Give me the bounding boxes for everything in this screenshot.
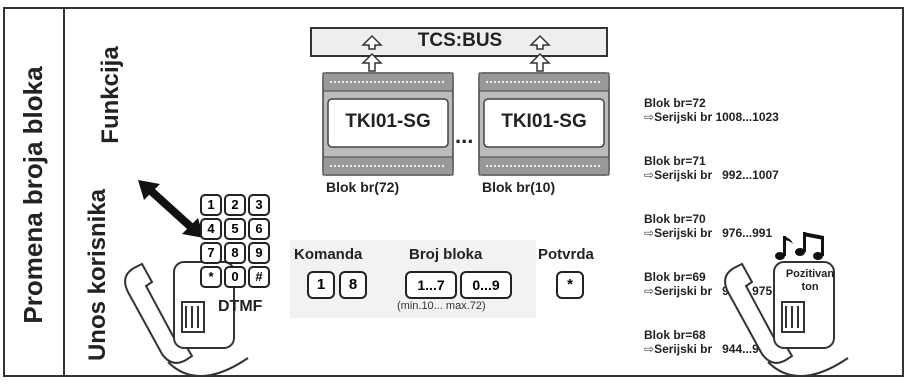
bus-arrow-up-left [361, 34, 383, 50]
bus-arrow-up-right [529, 34, 551, 50]
keypad-key: 6 [248, 218, 270, 240]
keypad-key: 5 [224, 218, 246, 240]
arrow-right-icon: ⇨ [644, 342, 655, 356]
bus-arrow-right [529, 52, 551, 72]
positive-tone-line1: Pozitivan [785, 268, 835, 280]
keypad-key: * [200, 266, 222, 288]
keypad-key: 7 [200, 242, 222, 264]
potvrda-label: Potvrda [538, 246, 594, 263]
mapping-row: Blok br=68 ⇨Serijski br 944...959 [624, 313, 779, 371]
device-2-name: TKI01-SG [501, 111, 587, 132]
device-1-caption: Blok br(72) [326, 179, 400, 195]
device-2-caption: Blok br(10) [482, 179, 556, 195]
bus-arrow-left [361, 52, 383, 72]
keypad-key: 0 [224, 266, 246, 288]
broj-bloka-label: Broj bloka [409, 246, 483, 263]
mapping-serial: Serijski br 976...991 [654, 226, 773, 240]
potvrda-key-star: * [556, 271, 584, 299]
komanda-key-1: 1 [307, 271, 335, 299]
keypad-key: 4 [200, 218, 222, 240]
broj-range-note: (min.10... max.72) [397, 300, 486, 312]
positive-tone-label: Pozitivan ton [780, 268, 840, 294]
keypad-key: 8 [224, 242, 246, 264]
mapping-row: Blok br=70 ⇨Serijski br 976...991 [624, 197, 779, 255]
keypad-key: 9 [248, 242, 270, 264]
dtmf-label: DTMF [218, 298, 263, 315]
device-module-2 [478, 72, 610, 176]
device-module-1 [322, 72, 454, 176]
mapping-block: Blok br=70 [644, 211, 706, 226]
mapping-serial: Serijski br 992...1007 [654, 168, 779, 182]
handset-right-icon [724, 261, 849, 376]
keypad-key: 1 [200, 194, 222, 216]
devices-ellipsis: ... [455, 123, 474, 148]
komanda-label: Komanda [294, 246, 363, 263]
mapping-block: Blok br=68 [644, 327, 706, 342]
section-functions-label: Funkcija [97, 46, 124, 144]
mapping-block: Blok br=71 [644, 153, 706, 168]
double-arrow-icon [138, 180, 204, 238]
keypad-key: 2 [224, 194, 246, 216]
section-user-input-label: Unos korisnika [84, 188, 111, 362]
keypad-key: 3 [248, 194, 270, 216]
handset-left-icon [124, 261, 249, 376]
positive-tone-line2: ton [801, 281, 819, 293]
arrow-right-icon: ⇨ [644, 168, 655, 182]
device-1-name: TKI01-SG [345, 111, 431, 132]
mapping-serial: Serijski br 1008...1023 [654, 110, 779, 124]
arrow-right-icon: ⇨ [644, 226, 655, 240]
mapping-row: Blok br=71 ⇨Serijski br 992...1007 [624, 139, 779, 197]
bus-diagram [310, 27, 608, 72]
mapping-block: Blok br=72 [644, 95, 706, 110]
sidebar-title: Promena broja bloka [18, 66, 48, 324]
bus-bar [310, 27, 608, 57]
arrow-right-icon: ⇨ [644, 284, 655, 298]
mapping-row: Blok br=72 ⇨Serijski br 1008...1023 [624, 81, 779, 139]
keypad-key: # [248, 266, 270, 288]
broj-key-second-digit: 0...9 [460, 271, 512, 299]
arrow-right-icon: ⇨ [644, 110, 655, 124]
bus-label: TCS:BUS [417, 30, 503, 51]
mapping-block: Blok br=69 [644, 269, 706, 284]
broj-key-first-digit: 1...7 [405, 271, 457, 299]
komanda-key-8: 8 [339, 271, 367, 299]
music-notes-icon [775, 232, 824, 260]
